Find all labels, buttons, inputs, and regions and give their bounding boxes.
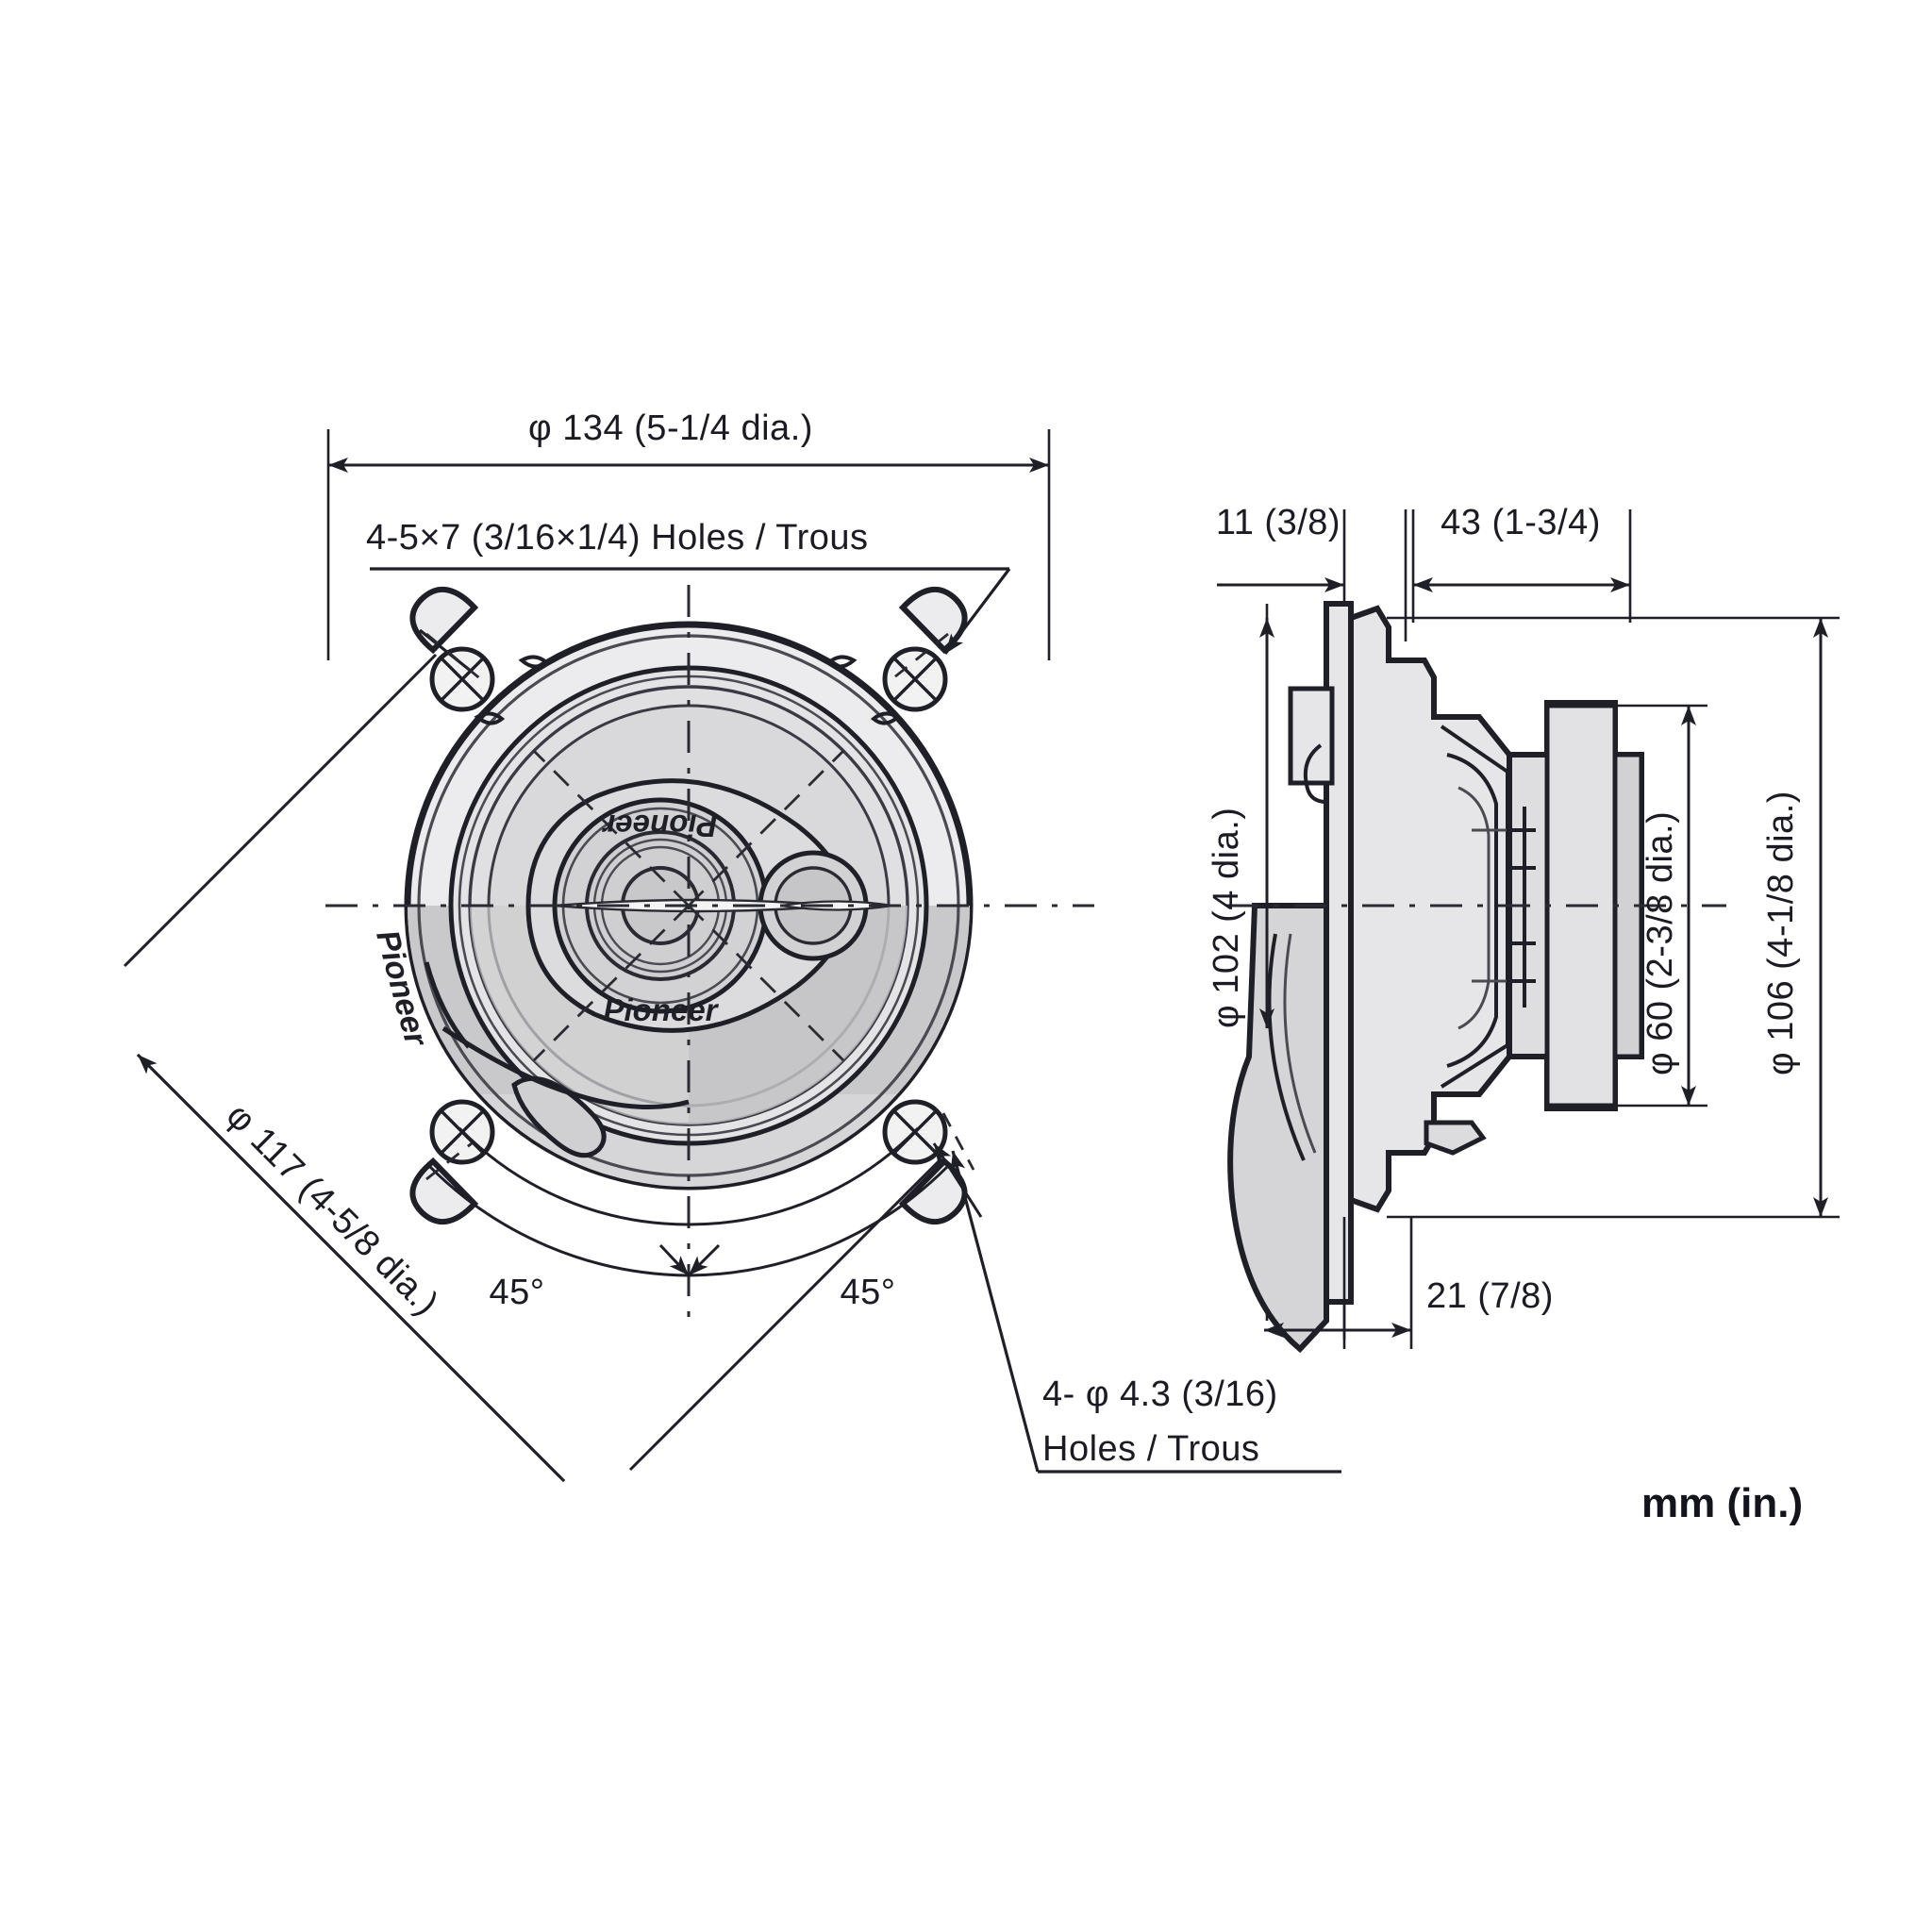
brand-mark-upper: Pioneer: [601, 808, 717, 843]
round-hole-tick: [425, 1112, 975, 1181]
side-view-group: [1217, 509, 1840, 1354]
round-holes-callout-line2: Holes / Trous: [1042, 1429, 1259, 1469]
slot-holes: [474, 655, 902, 725]
magnet-diameter-label: φ 60 (2-3/8 dia.): [1641, 811, 1680, 1075]
terminal-notch: [511, 1075, 607, 1158]
angle-arcs: [427, 1126, 950, 1277]
bolt-circle-ticks: [533, 750, 844, 1061]
slot-hole-tick: [425, 632, 949, 683]
cutout-diameter-label: φ 106 (4-1/8 dia.): [1761, 791, 1801, 1075]
brand-mark-lower: Pioneer: [603, 992, 719, 1027]
bolt-circle-dimension: [123, 653, 983, 1483]
speaker-side-body: [1227, 601, 1644, 1354]
units-note: mm (in.): [1641, 1480, 1803, 1526]
flange-depth-label: 11 (3/8): [1216, 503, 1341, 542]
angle-leaders: [658, 1243, 721, 1277]
flange-diameter-label: φ 102 (4 dia.): [1207, 808, 1246, 1028]
angle-left-label: 45°: [490, 1273, 545, 1312]
front-centerlines: [325, 585, 1094, 1325]
mounting-depth-label: 21 (7/8): [1426, 1276, 1554, 1316]
front-outer-diameter-label: φ 134 (5-1/4 dia.): [528, 408, 813, 448]
round-holes-leader: [950, 1150, 1341, 1474]
cutout-dim-extensions: [1387, 616, 1840, 1219]
angle-right-label: 45°: [841, 1273, 896, 1312]
slot-holes-callout-label: 4-5×7 (3/16×1/4) Holes / Trous: [366, 518, 869, 558]
round-holes-callout-line1: 4- φ 4.3 (3/16): [1042, 1374, 1278, 1414]
body-depth-label: 43 (1-3/4): [1441, 503, 1601, 542]
front-view-group: Pioneer Pioneer Pioneer: [123, 429, 1341, 1483]
bolt-circle-label: φ 117 (4-5/8 dia.): [219, 1096, 446, 1324]
